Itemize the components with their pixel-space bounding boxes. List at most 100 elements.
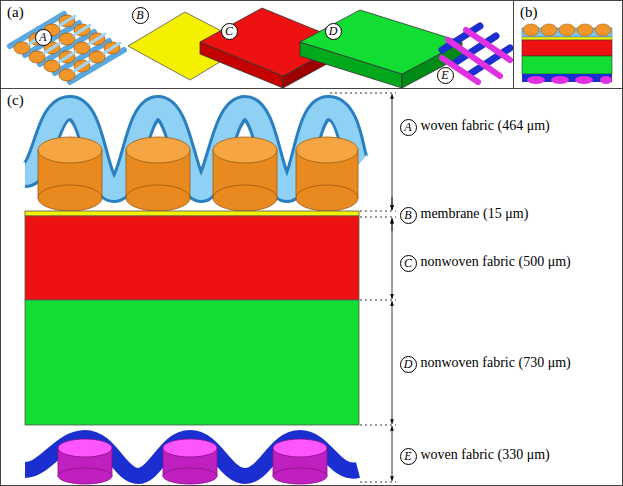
layer-callout-circle: D <box>325 23 342 40</box>
woven-fabric-e-section-part-part <box>273 468 327 484</box>
dimension-lines-part <box>330 93 396 482</box>
dimension-lines-part <box>392 94 393 210</box>
layer-callout-circle: B <box>132 7 149 24</box>
layer-callout-circle: A <box>400 119 417 136</box>
woven-fabric-a-section-part-part <box>38 185 102 211</box>
woven-fabric-a-section-part-part <box>126 185 190 211</box>
assembled-stack-part-part <box>523 24 539 36</box>
woven-fabric-a-3d-part <box>10 14 124 82</box>
woven-fabric-e-3d-part <box>442 58 478 82</box>
callout-letter: D <box>329 25 338 37</box>
layer-description: membrane (15 μm) <box>421 206 529 223</box>
nonwoven-d-3d-part <box>300 10 462 74</box>
woven-fabric-a-3d-part-part <box>104 43 120 53</box>
callout-letter: E <box>404 450 411 462</box>
woven-fabric-a-section-part-part <box>213 137 277 163</box>
woven-fabric-a-section-part-part <box>296 137 358 163</box>
woven-fabric-a-3d-part-part <box>70 50 124 82</box>
woven-fabric-a-3d-part-part <box>89 34 105 44</box>
layer-callout-circle: C <box>221 23 238 40</box>
woven-fabric-a-section-part-part <box>38 137 102 163</box>
layer-callout-circle: E <box>400 448 417 465</box>
woven-fabric-a-section-part-part <box>296 185 358 211</box>
woven-fabric-a-3d-part-part <box>89 33 105 45</box>
layer-sections-part <box>25 216 359 300</box>
dimension-lines-part-part <box>360 217 396 218</box>
layer-description: nonwoven fabric (730 μm) <box>421 355 571 372</box>
layer-callout-circle: A <box>35 29 52 46</box>
panel-label: (b) <box>520 4 538 21</box>
woven-fabric-e-section <box>25 438 358 484</box>
dimension-lines-part-part <box>330 93 396 94</box>
woven-fabric-e-section-part-part <box>163 439 217 457</box>
assembled-stack-part-part <box>600 76 612 84</box>
dimension-lines-part <box>392 426 393 481</box>
assembled-stack-part-part <box>559 24 575 36</box>
layer-description: woven fabric (330 μm) <box>421 447 550 464</box>
assembled-stack-part-part <box>527 76 545 84</box>
dimension-lines-part <box>392 301 393 424</box>
callout-letter: C <box>404 257 412 269</box>
layer-description: woven fabric (464 μm) <box>421 118 550 135</box>
nonwoven-d-3d <box>300 10 462 88</box>
woven-fabric-a-3d-part <box>14 15 120 81</box>
woven-fabric-a-3d-part-part <box>55 41 109 73</box>
woven-fabric-a-section-part-part <box>213 185 277 211</box>
woven-fabric-a-3d-part-part <box>59 52 75 62</box>
woven-fabric-a-3d-part-part <box>74 61 90 71</box>
woven-fabric-a-3d-part <box>29 16 120 71</box>
woven-fabric-e-section-part-part <box>273 439 327 457</box>
layer-sections <box>25 211 359 425</box>
woven-fabric-a-3d-part-part <box>59 16 75 26</box>
dimension-lines-part <box>392 197 393 210</box>
layer-sections-part <box>25 211 359 216</box>
dimension-lines-part <box>392 219 393 299</box>
layer-callout-circle: B <box>400 207 417 224</box>
assembled-stack-part-part <box>577 24 593 36</box>
woven-fabric-a-3d-part-part <box>74 60 90 72</box>
figure-panel: (a) A B C D E <box>0 0 514 89</box>
woven-fabric-a-3d-part-part <box>59 51 75 63</box>
woven-fabric-a-section-part-part <box>126 137 190 163</box>
woven-fabric-e-section-part-part <box>58 468 112 484</box>
figure-panel: (c) A B C D E <box>0 88 623 486</box>
woven-fabric-e-section-part-part <box>163 468 217 484</box>
callout-letter: E <box>441 69 448 81</box>
woven-fabric-e-3d-part <box>466 30 510 60</box>
assembled-stack-part-part <box>541 24 557 36</box>
layer-callout-circle: D <box>400 356 417 373</box>
panel-label: (c) <box>7 92 24 109</box>
dimension-lines-part-part <box>360 300 396 301</box>
woven-fabric-a-3d-part-part <box>104 42 120 54</box>
woven-fabric-a-3d <box>10 14 124 82</box>
panel-label: (a) <box>7 4 24 21</box>
dimension-lines-part-part <box>360 425 396 426</box>
callout-letter: A <box>39 31 46 43</box>
callout-letter: D <box>404 358 413 370</box>
callout-letter: B <box>136 9 143 21</box>
woven-fabric-a-section-part <box>38 137 358 211</box>
layer-callout-circle: C <box>400 255 417 272</box>
layer-sections-part <box>25 300 359 425</box>
assembled-stack-part <box>522 40 612 56</box>
woven-fabric-a-3d-part-part <box>74 24 90 36</box>
figure-panel: (b) <box>513 0 623 89</box>
callout-letter: A <box>404 121 411 133</box>
dimension-lines <box>330 93 396 482</box>
callout-letter: C <box>225 25 233 37</box>
assembled-stack-part-part <box>595 24 611 36</box>
dimension-lines-part-part <box>360 211 396 212</box>
woven-fabric-a-3d-part-part <box>25 23 79 55</box>
layer-callout-circle: E <box>437 67 454 84</box>
dimension-lines-part-part <box>360 482 396 483</box>
woven-fabric-a-3d-part-part <box>74 25 90 35</box>
assembled-stack-part <box>523 24 611 36</box>
assembled-stack <box>522 24 612 84</box>
woven-fabric-a-section <box>25 108 358 211</box>
woven-fabric-e-section-part-part <box>58 439 112 457</box>
assembled-stack-part <box>522 56 612 74</box>
callout-letter: B <box>404 209 411 221</box>
assembled-stack-part-part <box>551 76 569 84</box>
woven-fabric-e-section-part <box>58 439 327 484</box>
